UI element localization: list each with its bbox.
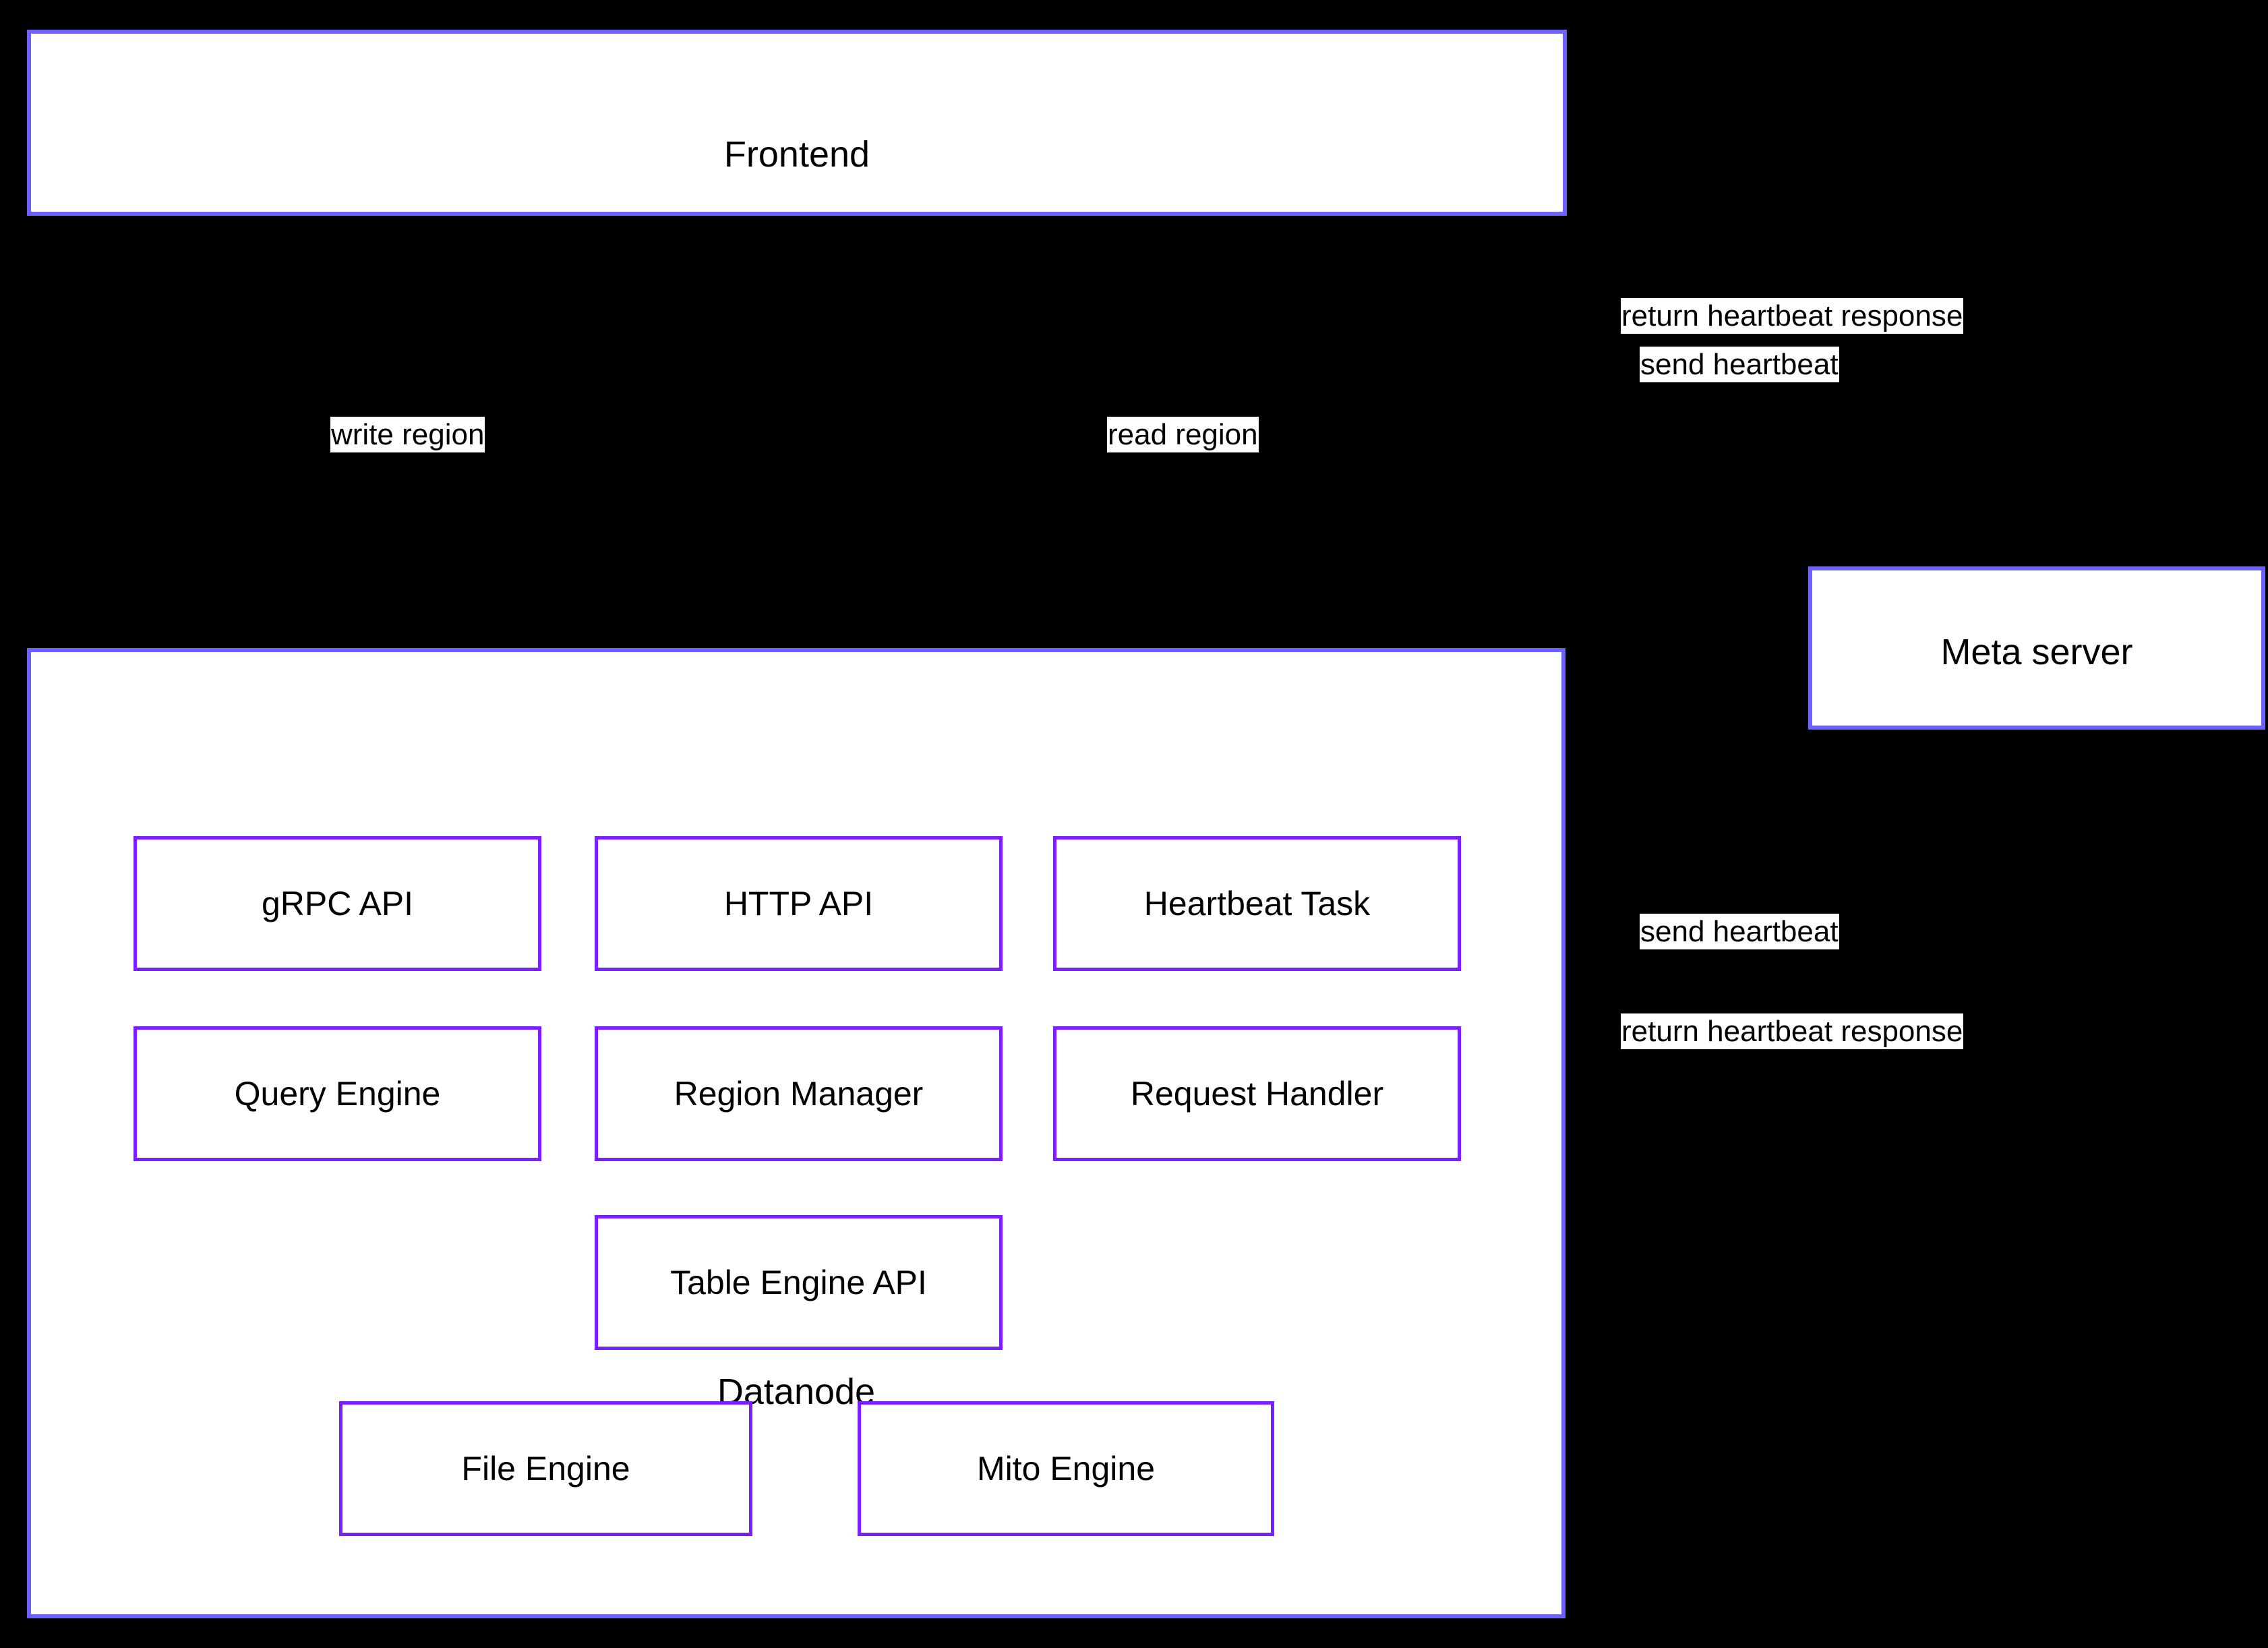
component-mito-engine[interactable]: Mito Engine	[858, 1401, 1274, 1536]
edge-label-read-region: read region	[1107, 417, 1259, 453]
component-table-engine-api[interactable]: Table Engine API	[595, 1215, 1003, 1350]
component-heartbeat-task-label: Heartbeat Task	[1143, 885, 1371, 922]
component-file-engine-label: File Engine	[461, 1450, 630, 1488]
edge-label-frontend-return-heartbeat-response: return heartbeat response	[1621, 298, 1964, 334]
component-grpc-api-label: gRPC API	[261, 885, 414, 922]
edge-frontend-return-heartbeat-response	[1834, 351, 1957, 566]
component-mito-engine-label: Mito Engine	[976, 1450, 1156, 1488]
edge-label-write-region: write region	[330, 417, 485, 453]
component-query-engine[interactable]: Query Engine	[133, 1026, 541, 1161]
component-query-engine-label: Query Engine	[234, 1075, 441, 1113]
component-http-api-label: HTTP API	[723, 885, 874, 922]
node-meta-server-label: Meta server	[1940, 632, 2133, 672]
edge-label-frontend-send-heartbeat: send heartbeat	[1640, 347, 1839, 383]
node-datanode-label: Datanode	[717, 1372, 876, 1412]
component-region-manager[interactable]: Region Manager	[595, 1026, 1003, 1161]
component-request-handler-label: Request Handler	[1130, 1075, 1384, 1113]
component-grpc-api[interactable]: gRPC API	[133, 836, 541, 971]
component-heartbeat-task[interactable]: Heartbeat Task	[1053, 836, 1461, 971]
edge-datanode-send-heartbeat	[1565, 730, 1928, 872]
component-region-manager-label: Region Manager	[674, 1075, 924, 1113]
component-file-engine[interactable]: File Engine	[339, 1401, 752, 1536]
node-frontend[interactable]: Frontend	[27, 30, 1567, 216]
node-meta-server[interactable]: Meta server	[1808, 566, 2265, 730]
component-http-api[interactable]: HTTP API	[595, 836, 1003, 971]
node-frontend-label: Frontend	[723, 134, 870, 175]
edge-frontend-send-heartbeat	[1570, 200, 1942, 566]
component-table-engine-api-label: Table Engine API	[670, 1264, 927, 1301]
edge-label-datanode-return-heartbeat-response: return heartbeat response	[1621, 1013, 1964, 1050]
component-request-handler[interactable]: Request Handler	[1053, 1026, 1461, 1161]
edge-label-datanode-send-heartbeat: send heartbeat	[1640, 914, 1839, 950]
